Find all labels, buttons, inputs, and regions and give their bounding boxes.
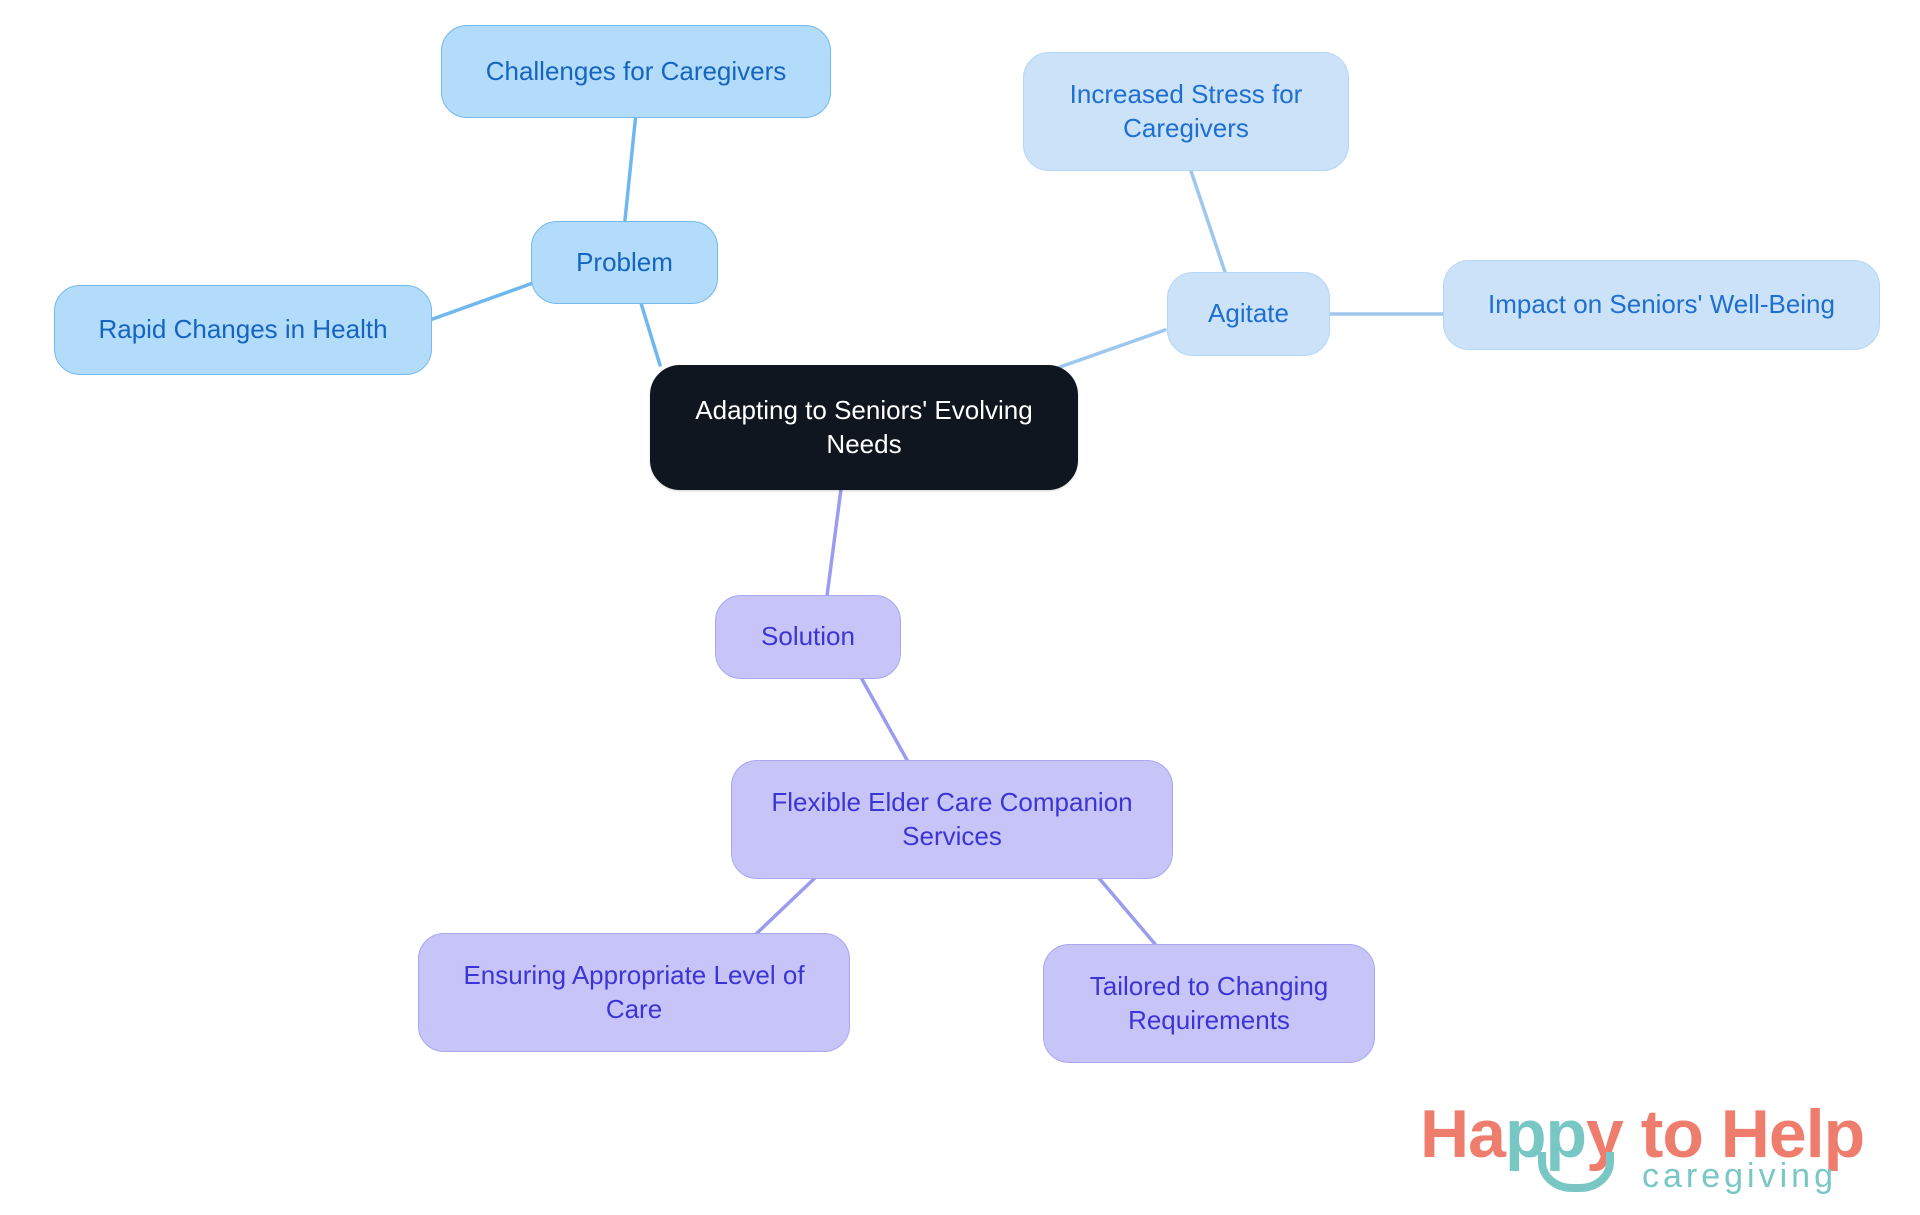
- edge-central-to-agitate: [1055, 328, 1167, 370]
- node-agitate[interactable]: Agitate: [1167, 272, 1330, 356]
- logo-letter-a: a: [1468, 1096, 1506, 1172]
- node-label: Adapting to Seniors' Evolving Needs: [695, 395, 1033, 459]
- edge-solution-to-flexible-services: [856, 670, 909, 762]
- node-label: Impact on Seniors' Well-Being: [1488, 289, 1835, 320]
- node-label: Agitate: [1208, 298, 1289, 329]
- node-label: Increased Stress for Caregivers: [1069, 79, 1303, 143]
- node-problem[interactable]: Problem: [531, 221, 718, 304]
- logo-tagline: caregiving: [1642, 1157, 1837, 1195]
- edge-problem-to-rapid-changes: [428, 281, 535, 322]
- logo-wordmark: Happy to Help: [1420, 1095, 1865, 1173]
- node-label: Tailored to Changing Requirements: [1089, 971, 1329, 1035]
- node-label: Solution: [761, 621, 855, 652]
- node-label: Ensuring Appropriate Level of Care: [463, 960, 805, 1024]
- node-rapid-changes-in-health[interactable]: Rapid Changes in Health: [54, 285, 432, 375]
- node-label: Problem: [576, 246, 673, 277]
- node-tailored-to-changing-requirements[interactable]: Tailored to Changing Requirements: [1043, 944, 1375, 1063]
- edge-flexible-to-ensuring-level: [753, 875, 818, 937]
- brand-logo: Happy to Help caregiving: [1420, 1095, 1890, 1205]
- node-flexible-elder-care-companion-services[interactable]: Flexible Elder Care Companion Services: [731, 760, 1173, 879]
- node-increased-stress-for-caregivers[interactable]: Increased Stress for Caregivers: [1023, 52, 1349, 171]
- edge-flexible-to-tailored-requirements: [1096, 875, 1157, 946]
- node-challenges-for-caregivers[interactable]: Challenges for Caregivers: [441, 25, 831, 118]
- logo-words-to-help: to Help: [1622, 1096, 1865, 1172]
- node-label: Rapid Changes in Health: [98, 314, 388, 345]
- smile-icon: [1538, 1152, 1614, 1192]
- edge-problem-to-challenges: [623, 111, 638, 222]
- node-label: Flexible Elder Care Companion Services: [771, 787, 1133, 851]
- node-ensuring-appropriate-level-of-care[interactable]: Ensuring Appropriate Level of Care: [418, 933, 850, 1052]
- node-label: Challenges for Caregivers: [485, 55, 787, 86]
- edge-agitate-to-increased-stress: [1189, 169, 1230, 283]
- edge-central-to-problem: [638, 298, 662, 367]
- node-impact-on-seniors-well-being[interactable]: Impact on Seniors' Well-Being: [1443, 260, 1880, 350]
- node-central-adapting-to-seniors-evolving-needs[interactable]: Adapting to Seniors' Evolving Needs: [650, 365, 1078, 490]
- edge-central-to-solution: [825, 487, 843, 598]
- node-solution[interactable]: Solution: [715, 595, 901, 679]
- logo-letter-h: H: [1420, 1096, 1469, 1172]
